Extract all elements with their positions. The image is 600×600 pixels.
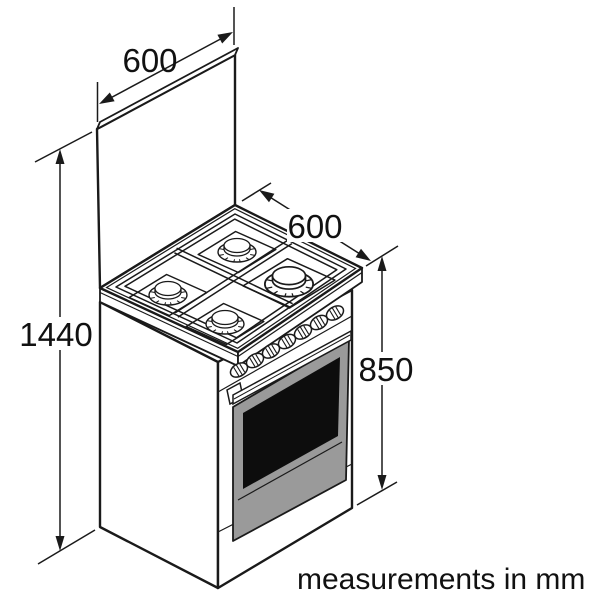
arrowhead bbox=[377, 256, 387, 271]
dimension-label-hob-depth: 600 bbox=[287, 208, 342, 245]
dimension-body-height: 850 bbox=[356, 256, 414, 506]
dimension-label-body-height: 850 bbox=[358, 351, 413, 388]
measurements-unit-note: measurements in mm bbox=[297, 563, 585, 596]
arrowhead bbox=[217, 32, 233, 44]
arrowhead bbox=[377, 475, 387, 490]
extension-line bbox=[241, 182, 272, 202]
extension-line bbox=[34, 131, 93, 163]
oven-door-handle bbox=[226, 329, 352, 406]
dimension-hob-depth: 600 bbox=[241, 182, 399, 267]
hob-rim-line bbox=[105, 208, 357, 349]
arrowhead bbox=[355, 248, 371, 261]
arrowhead bbox=[55, 149, 65, 164]
oven-window bbox=[243, 357, 340, 489]
pan-support-grid bbox=[115, 213, 347, 346]
extension-line bbox=[37, 529, 96, 565]
door-trim-line bbox=[237, 441, 343, 501]
control-panel-line bbox=[217, 315, 353, 393]
extension-line bbox=[356, 481, 398, 506]
lid-top-edge bbox=[96, 47, 239, 130]
dimension-label-lid-width: 600 bbox=[122, 42, 177, 79]
arrowhead bbox=[99, 92, 115, 104]
dimension-label-total-height: 1440 bbox=[19, 316, 92, 353]
arrowhead bbox=[259, 190, 275, 203]
dimension-line bbox=[102, 34, 229, 103]
arrowhead bbox=[55, 536, 65, 551]
control-panel bbox=[217, 302, 353, 393]
dimension-total-height: 1440 bbox=[19, 131, 96, 565]
dimension-lid-width: 600 bbox=[96, 7, 235, 122]
